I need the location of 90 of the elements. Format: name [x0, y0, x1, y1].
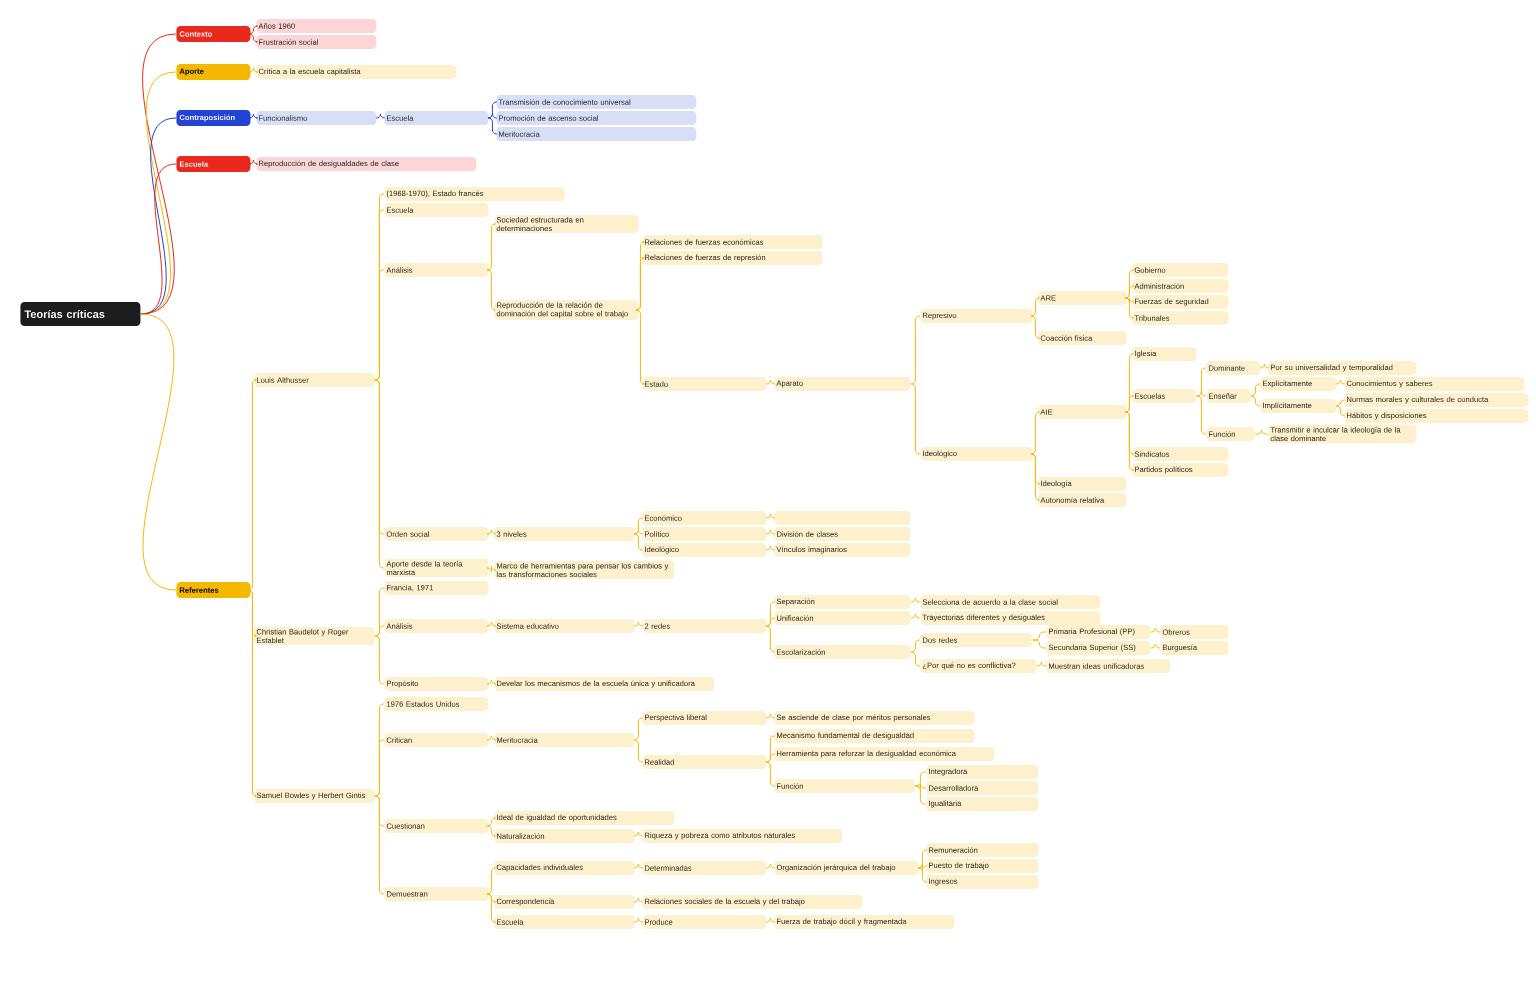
- connector-line: [140, 313, 177, 591]
- connector-line: [1032, 639, 1047, 649]
- connector-line: [633, 739, 643, 763]
- connector-line: [487, 117, 497, 135]
- connector-line: [633, 831, 643, 837]
- connector-line: [765, 513, 775, 519]
- connector-line: [765, 863, 775, 869]
- connector-line: [248, 67, 258, 73]
- connector-line: [1335, 399, 1345, 407]
- connector-line: [765, 753, 775, 763]
- connector-line: [486, 223, 496, 271]
- connector-line: [914, 785, 927, 805]
- connector-line: [374, 795, 385, 895]
- connector-line: [374, 625, 385, 637]
- connector-line: [1036, 661, 1047, 667]
- connector-line: [910, 639, 921, 653]
- connector-line: [1124, 411, 1134, 471]
- connector-line: [910, 651, 921, 667]
- connector-line: [248, 159, 258, 165]
- connector-line: [633, 621, 643, 627]
- connector-line: [1124, 395, 1134, 413]
- connector-line: [765, 761, 775, 787]
- connector-line: [375, 113, 385, 119]
- connector-line: [1030, 315, 1040, 339]
- connector-line: [1254, 429, 1269, 435]
- connector-line: [1335, 405, 1345, 417]
- connector-line: [1259, 363, 1269, 369]
- connector-line: [635, 257, 645, 311]
- connector-line: [910, 597, 921, 603]
- connector-line: [633, 897, 643, 903]
- connector-line: [374, 269, 385, 381]
- connector-line: [486, 565, 496, 573]
- connector-line: [1124, 297, 1134, 319]
- connector-line: [1124, 285, 1134, 299]
- connector-line: [248, 33, 258, 43]
- connector-line: [765, 713, 775, 719]
- connector-line: [1196, 395, 1207, 435]
- connector-line: [633, 917, 643, 923]
- connector-line: [1030, 297, 1040, 317]
- connector-line: [1250, 395, 1261, 407]
- connector-line: [374, 635, 385, 685]
- connector-line: [486, 621, 496, 627]
- connector-line: [910, 315, 921, 385]
- connector-line: [633, 533, 643, 551]
- connector-line: [633, 529, 643, 535]
- connector-line: [1335, 379, 1345, 385]
- connector-line: [486, 817, 496, 827]
- connector-line: [765, 529, 775, 535]
- connector-line: [917, 863, 927, 871]
- connector-line: [914, 771, 927, 787]
- connector-line: [914, 783, 927, 791]
- connector-line: [374, 739, 385, 797]
- connector-line: [1250, 383, 1261, 397]
- connector-line: [633, 717, 643, 741]
- connector-line: [765, 625, 775, 653]
- connector-line: [1150, 643, 1161, 649]
- connector-line: [487, 113, 497, 119]
- connector-line: [247, 379, 257, 591]
- connector-line: [1030, 411, 1040, 455]
- connector-line: [765, 545, 775, 551]
- connector-line: [1124, 297, 1134, 303]
- connector-line: [917, 849, 927, 869]
- connector-line: [635, 309, 645, 385]
- connector-line: [910, 613, 921, 619]
- connector-line: [486, 893, 496, 923]
- connector-line: [486, 867, 496, 895]
- connector-line: [1196, 391, 1207, 397]
- connector-line: [486, 735, 496, 741]
- topic-box: [774, 511, 911, 525]
- connector-line: [486, 679, 496, 685]
- connector-line: [1150, 627, 1161, 633]
- connector-line: [1196, 367, 1207, 397]
- connector-line: [486, 269, 496, 311]
- connector-line: [1032, 631, 1047, 641]
- connector-line: [374, 379, 385, 569]
- connector-line: [140, 163, 177, 315]
- connector-line: [247, 589, 257, 797]
- connector-line: [248, 113, 258, 119]
- connector-line: [765, 917, 775, 923]
- connector-line: [633, 863, 643, 869]
- connector-line: [917, 867, 927, 883]
- connector-line: [1030, 453, 1040, 501]
- connector-line: [910, 383, 921, 455]
- connector-line: [765, 617, 775, 627]
- connector-line: [765, 379, 775, 385]
- connector-line: [248, 25, 258, 35]
- connector-line: [486, 825, 496, 837]
- connector-line: [633, 517, 643, 535]
- connector-line: [487, 101, 497, 119]
- connector-line: [486, 529, 496, 535]
